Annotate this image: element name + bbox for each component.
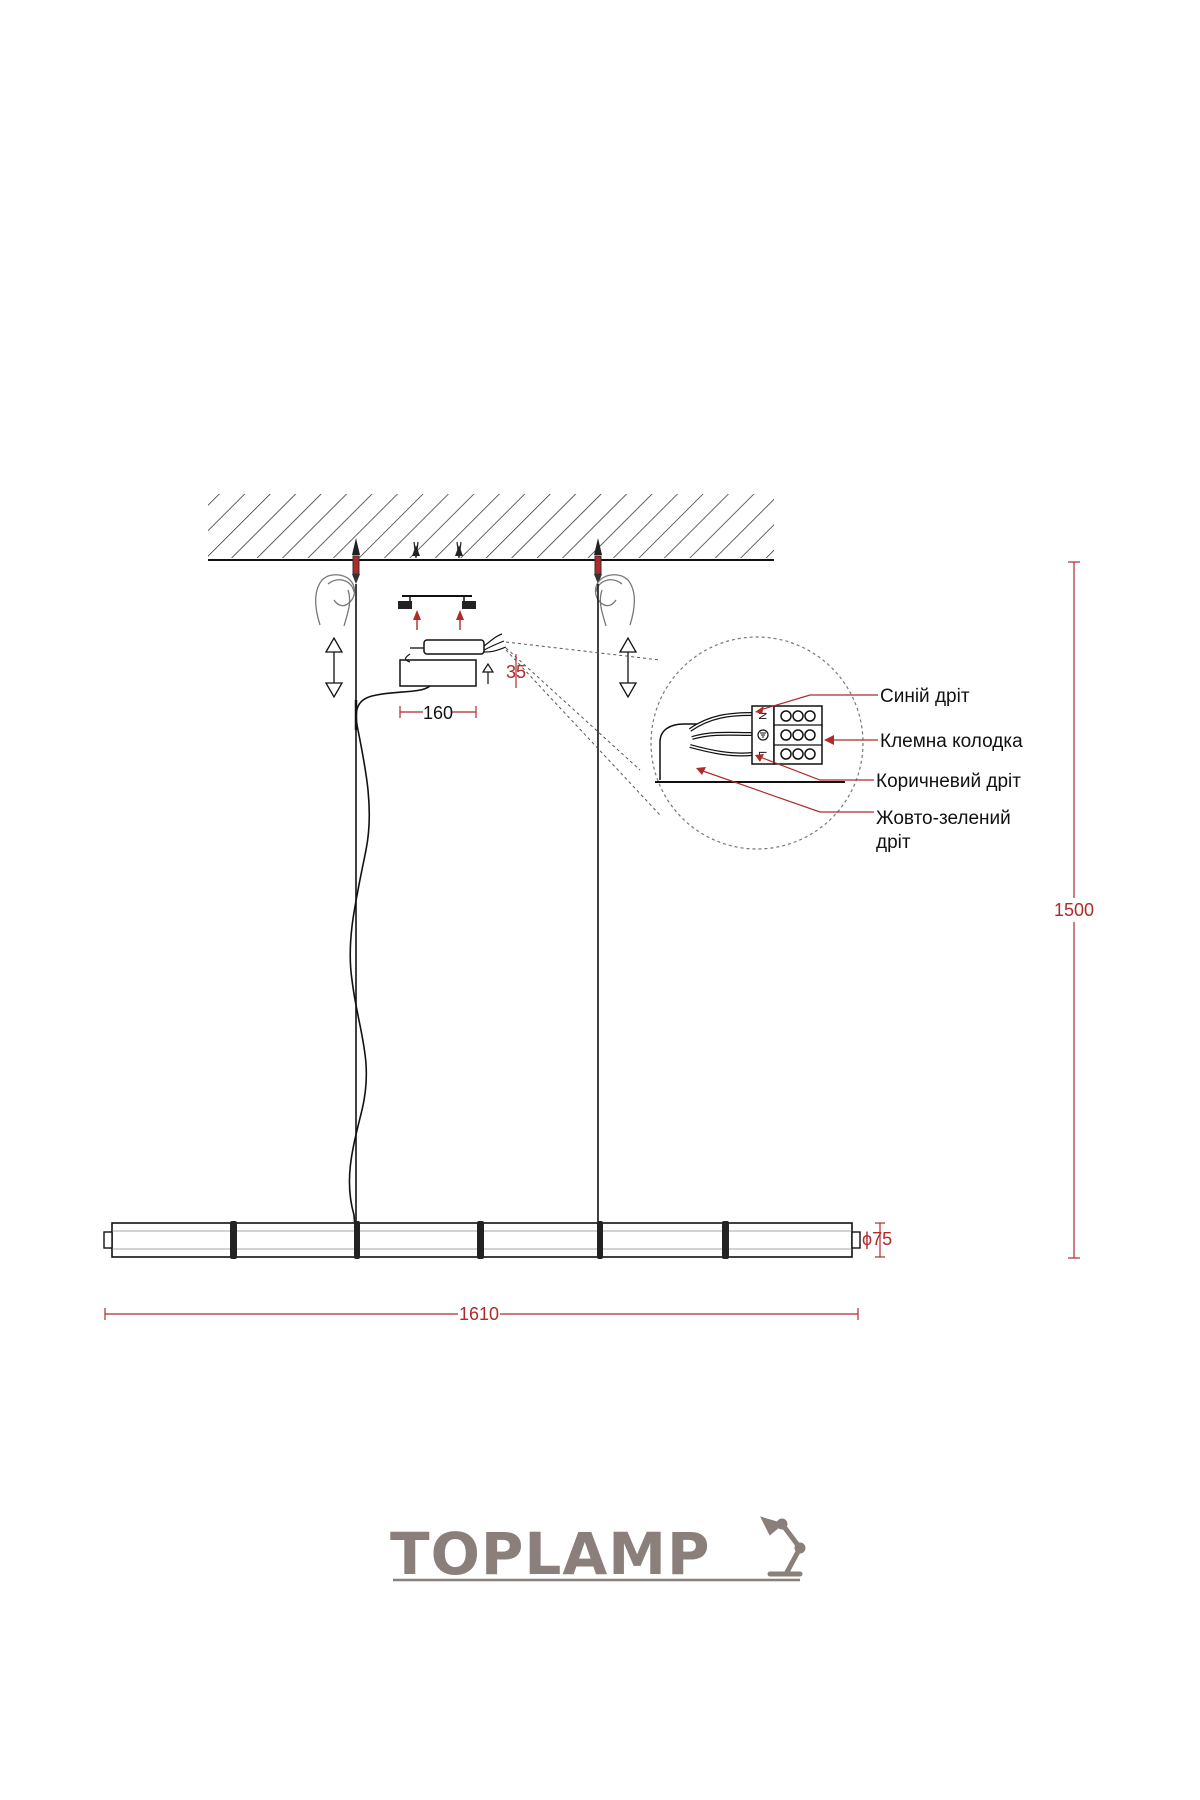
diameter-dimension: ϕ75: [862, 1222, 892, 1258]
brown-wire-label: Коричневий дріт: [876, 771, 1021, 792]
lamp-tube: [103, 1221, 861, 1259]
diameter-label: ϕ75: [862, 1229, 892, 1249]
wiring-detail-circle: N L: [650, 636, 864, 850]
canopy-height-label: 35: [506, 662, 526, 682]
right-hand-icon: [594, 574, 635, 627]
length-label: 1610: [459, 1304, 499, 1324]
left-cable-anchor: [352, 538, 360, 584]
canopy-box: [399, 633, 507, 687]
toplamp-logo: TOPLAMP: [390, 1516, 806, 1588]
callout-lines: [696, 694, 878, 813]
canopy-up-arrow-icon: [481, 662, 495, 684]
desk-lamp-icon: [760, 1516, 806, 1577]
terminal-letter-l: L: [756, 751, 768, 757]
ceiling: [208, 494, 774, 561]
left-height-arrow-icon: [324, 636, 344, 699]
left-hand-icon: [315, 574, 356, 627]
length-dimension: 1610: [104, 1304, 859, 1324]
terminal-block: N L: [751, 705, 823, 765]
terminal-letter-n: N: [756, 712, 768, 720]
yellow-green-wire-label-line1: Жовто-зелений: [876, 808, 1011, 829]
right-height-arrow-icon: [618, 636, 638, 699]
canopy-width-label: 160: [423, 703, 453, 723]
yellow-green-wire-label-line2: дріт: [876, 832, 911, 853]
logo-text: TOPLAMP: [390, 1520, 710, 1588]
blue-wire-label: Синій дріт: [880, 686, 970, 707]
ground-icon: [757, 729, 769, 741]
canopy-width-dimension: 160: [399, 703, 477, 723]
zoom-connector: [505, 641, 661, 816]
mounting-bracket: [398, 541, 476, 630]
canopy-height-dimension: 35: [506, 654, 526, 688]
terminal-block-label: Клемна колодка: [880, 731, 1023, 752]
right-cable-anchor: [594, 538, 602, 584]
height-dimension: 1500: [1054, 561, 1094, 1259]
height-label: 1500: [1054, 900, 1094, 920]
power-cord: [348, 685, 431, 1241]
